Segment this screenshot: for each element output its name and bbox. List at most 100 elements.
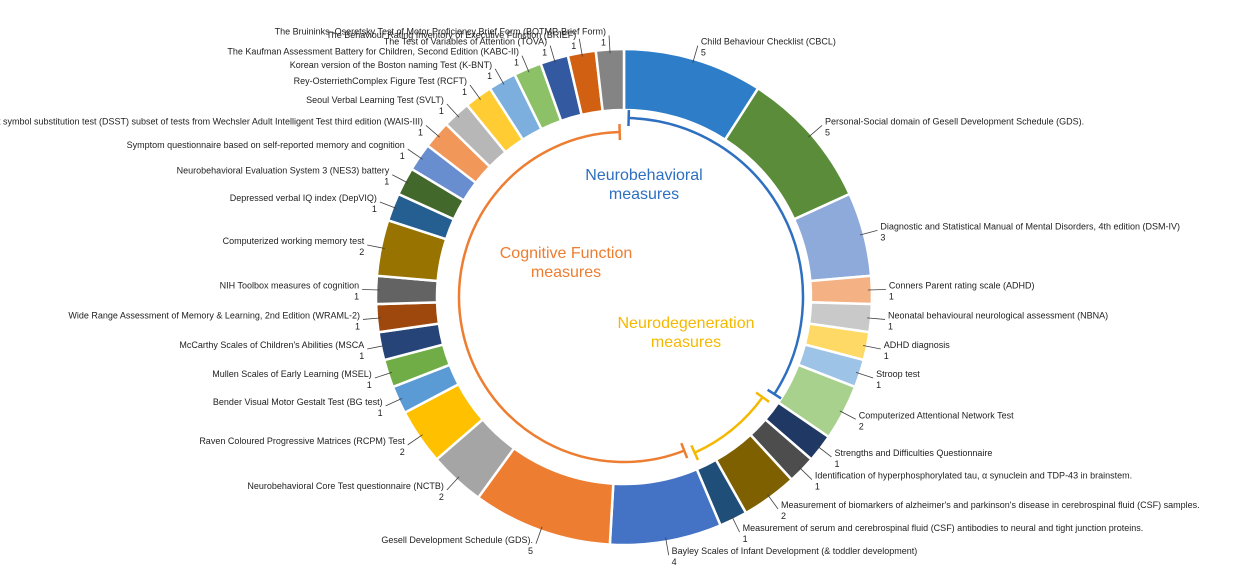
slice-label-28: Korean version of the Boston naming Test… (290, 60, 492, 70)
slice-label-17: Mullen Scales of Early Learning (MSEL) (212, 369, 372, 379)
leader-line-28 (494, 68, 505, 85)
group-arc-2 (457, 130, 685, 464)
leader-line-2 (859, 230, 878, 236)
leader-line-22 (379, 201, 397, 209)
slice-value-7: 2 (859, 421, 864, 431)
leader-line-30 (549, 45, 556, 63)
group-arc-1 (694, 396, 764, 454)
slice-value-0: 5 (701, 48, 706, 58)
slice-label-8: Strengths and Difficulties Questionnaire (834, 448, 992, 458)
slice-label-12: Bayley Scales of Infant Development (& t… (672, 546, 918, 556)
slice-value-5: 1 (884, 351, 889, 361)
leader-line-31 (578, 38, 583, 57)
leader-line-25 (425, 125, 440, 138)
leader-line-6 (855, 372, 874, 379)
leader-line-19 (362, 317, 381, 320)
donut-slices (374, 47, 874, 547)
slice-value-32: 1 (601, 37, 606, 47)
leader-line-4 (867, 317, 886, 320)
group-arc-cap-1-1 (690, 444, 700, 461)
leader-line-32 (608, 35, 611, 54)
slice-label-23: Neurobehavioral Evaluation System 3 (NES… (177, 166, 390, 176)
slice-label-10: Measurement of biomarkers of alzheimer's… (781, 500, 1200, 510)
slice-label-18: McCarthy Scales of Children's Abilities … (179, 340, 364, 350)
leader-line-18 (367, 345, 385, 350)
leader-line-3 (867, 289, 886, 291)
leader-line-7 (839, 410, 856, 420)
slice-value-16: 1 (378, 408, 383, 418)
slice-value-1: 5 (825, 127, 830, 137)
slice-label-4: Neonatal behavioural neurological assess… (888, 310, 1108, 320)
leader-line-12 (665, 537, 670, 556)
slice-label-26: Seoul Verbal Learning Test (SVLT) (306, 95, 444, 105)
slice-label-27: Rey-OsterriethComplex Figure Test (RCFT) (294, 76, 467, 86)
leader-line-1 (808, 125, 823, 138)
slice-value-17: 1 (367, 380, 372, 390)
slice-value-3: 1 (889, 292, 894, 302)
leader-line-13 (535, 526, 543, 544)
leader-line-9 (798, 466, 813, 480)
group-label-2: Cognitive Function (500, 245, 633, 262)
slice-value-15: 2 (400, 447, 405, 457)
group-label-1: Neurodegeneration (618, 315, 755, 332)
slice-value-11: 1 (743, 534, 748, 544)
slice-label-3: Conners Parent rating scale (ADHD) (889, 281, 1035, 291)
leader-lines (362, 35, 886, 556)
leader-line-21 (367, 244, 385, 249)
leader-line-15 (407, 434, 423, 446)
slice-label-6: Stroop test (876, 369, 920, 379)
slice-value-24: 1 (400, 151, 405, 161)
slice-label-29: The Kaufman Assessment Battery for Child… (227, 47, 519, 57)
slice-label-15: Raven Coloured Progressive Matrices (RCP… (199, 436, 405, 446)
slice-value-10: 2 (781, 511, 786, 521)
leader-line-8 (816, 445, 832, 458)
slice-value-4: 1 (888, 321, 893, 331)
leader-line-14 (446, 476, 460, 491)
slice-label-7: Computerized Attentional Network Test (859, 410, 1014, 420)
slice-label-13: Gesell Development Schedule (GDS). (381, 535, 533, 545)
group-arc-cap-1-0 (755, 391, 770, 403)
slice-32 (594, 47, 626, 113)
group-label-line2-0: measures (609, 186, 679, 203)
leader-line-0 (692, 45, 699, 63)
slice-label-5: ADHD diagnosis (884, 340, 951, 350)
group-label-line2-1: measures (651, 334, 721, 351)
slice-value-28: 1 (487, 71, 492, 81)
slice-value-23: 1 (384, 177, 389, 187)
slice-value-8: 1 (834, 459, 839, 469)
leader-line-29 (521, 55, 530, 73)
slice-value-19: 1 (355, 321, 360, 331)
slice-labels: Child Behaviour Checklist (CBCL)5Persona… (0, 26, 1200, 567)
slice-label-19: Wide Range Assessment of Memory & Learni… (68, 310, 360, 320)
leader-line-24 (407, 148, 423, 160)
slice-value-12: 4 (672, 557, 677, 567)
group-label-0: Neurobehavioral (585, 167, 702, 184)
slice-value-6: 1 (876, 380, 881, 390)
leader-line-5 (863, 345, 881, 350)
slice-label-21: Computerized working memory test (223, 236, 365, 246)
slice-label-2: Diagnostic and Statistical Manual of Men… (880, 221, 1180, 231)
slice-label-9: Identification of hyperphosphorylated ta… (815, 471, 1132, 481)
slice-label-24: Symptom questionnaire based on self-repo… (127, 140, 405, 150)
leader-line-26 (446, 103, 460, 118)
slice-value-2: 3 (880, 232, 885, 242)
slice-label-16: Bender Visual Motor Gestalt Test (BG tes… (213, 397, 383, 407)
slice-value-25: 1 (418, 127, 423, 137)
slice-value-26: 1 (439, 106, 444, 116)
slice-value-14: 2 (439, 492, 444, 502)
group-arc-cap-0-1 (766, 388, 782, 400)
slice-label-32: The Bruininks–Oseretsky Test of Motor Pr… (275, 26, 606, 36)
slice-value-20: 1 (354, 292, 359, 302)
leader-line-16 (385, 397, 403, 407)
group-label-line2-2: measures (531, 264, 601, 281)
slice-label-22: Depressed verbal IQ index (DepVIQ) (230, 193, 377, 203)
slice-value-22: 1 (372, 204, 377, 214)
slice-label-20: NIH Toolbox measures of cognition (220, 281, 359, 291)
slice-value-29: 1 (514, 58, 519, 68)
group-arc-cap-2-0 (680, 442, 689, 459)
slice-label-31: The Behaviour Rating Inventory of Execut… (326, 30, 576, 40)
slice-3 (808, 274, 874, 306)
slice-value-30: 1 (542, 48, 547, 58)
leader-line-10 (767, 494, 779, 510)
